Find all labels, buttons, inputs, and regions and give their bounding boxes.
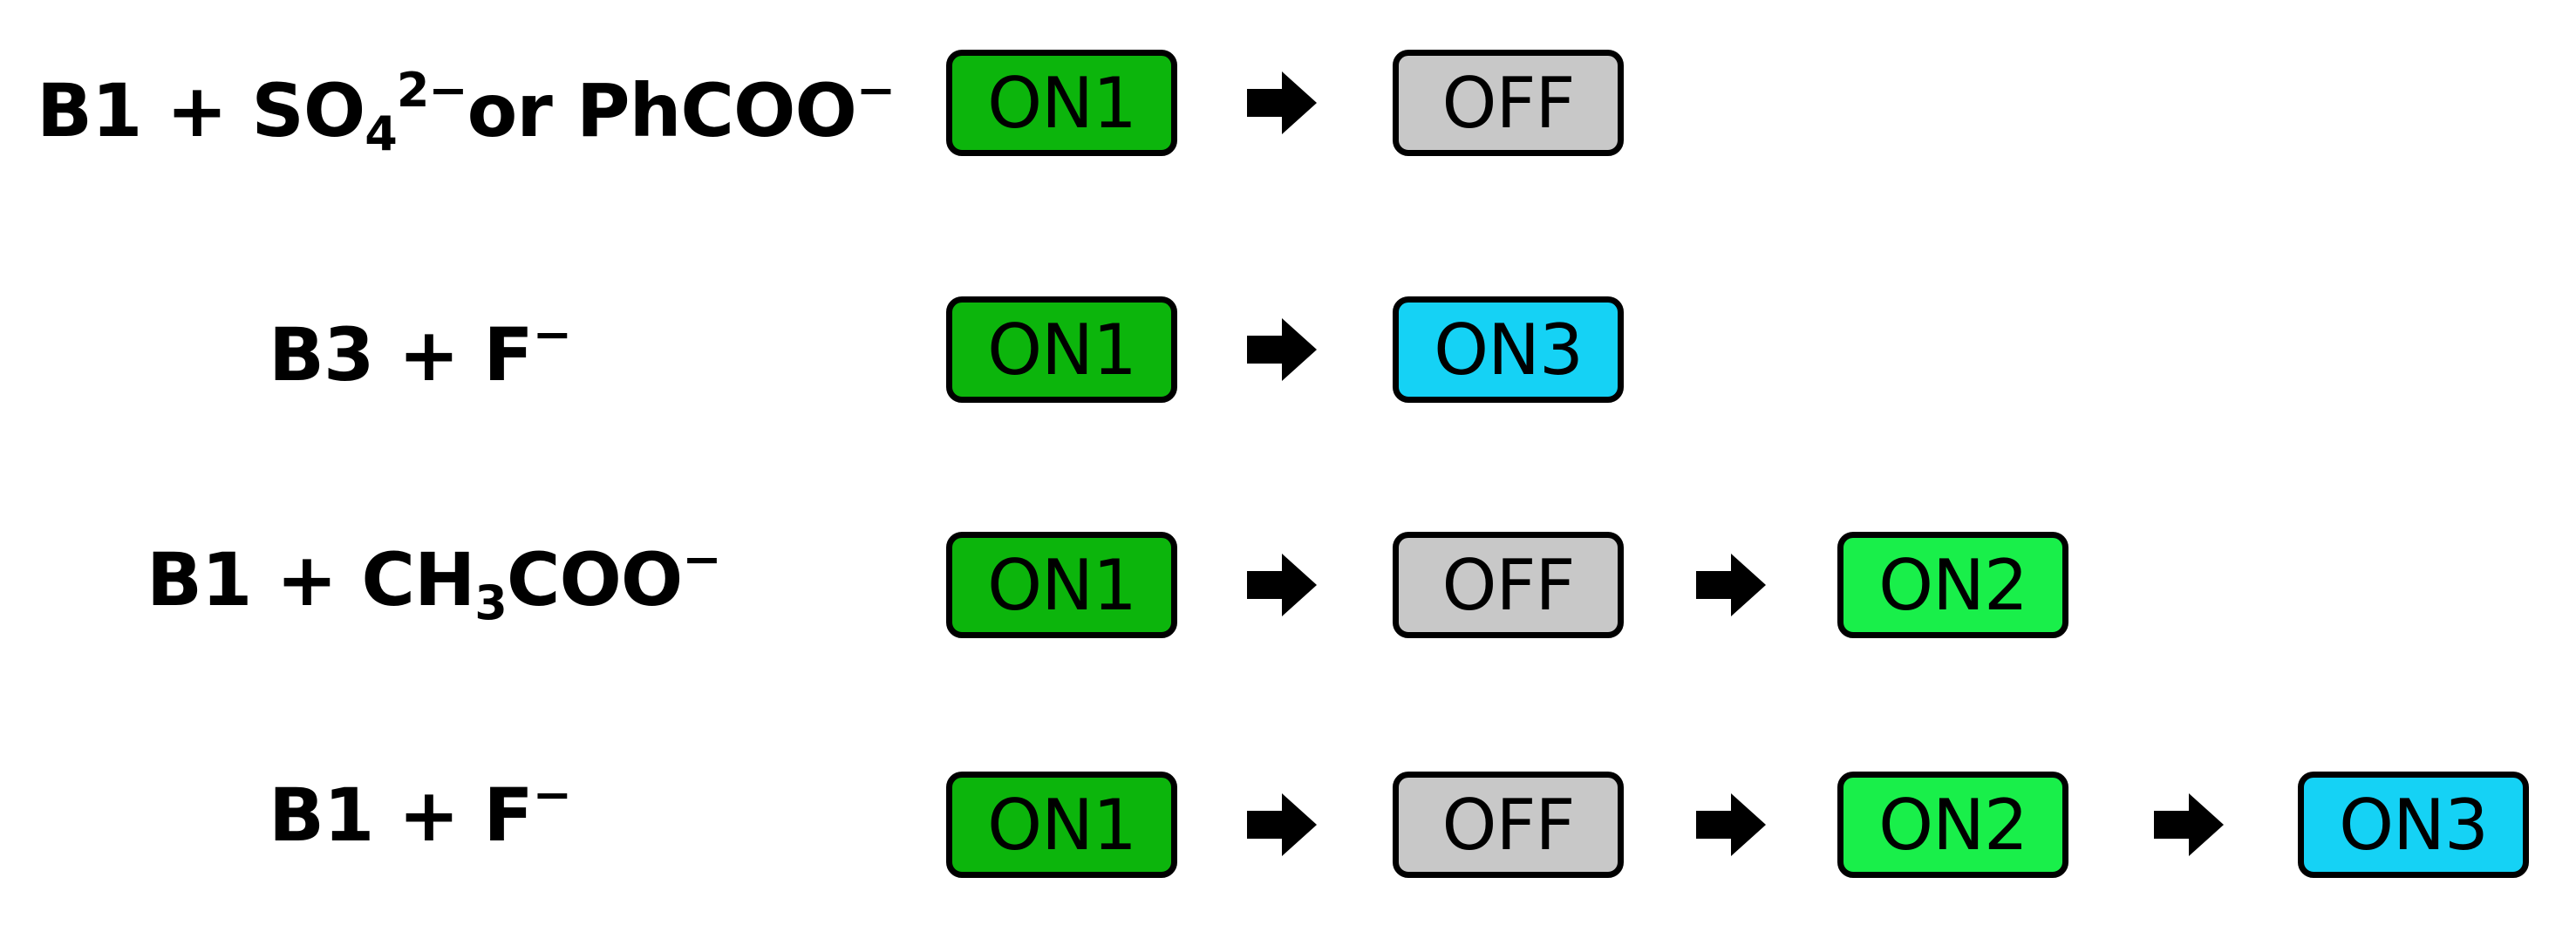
label-superscript: − bbox=[532, 767, 572, 822]
label-superscript: − bbox=[532, 307, 572, 362]
label-subscript: 4 bbox=[365, 106, 398, 161]
state-box-on1: ON1 bbox=[946, 50, 1177, 156]
sequence-row-3: B1 + CH3COO− ON1 OFF ON2 bbox=[0, 501, 2576, 676]
label-superscript: − bbox=[855, 63, 896, 118]
state-box-off: OFF bbox=[1393, 50, 1624, 156]
arrow-right-icon bbox=[1247, 315, 1317, 384]
arrow-right-icon bbox=[1247, 550, 1317, 620]
arrow-right-icon bbox=[2154, 790, 2224, 860]
sequence-row-4: B1 + F− ON1 OFF ON2 ON3 bbox=[0, 737, 2576, 911]
row-label: B3 + F− bbox=[269, 311, 572, 392]
label-text: B1 + F bbox=[269, 772, 534, 858]
arrow-right-icon bbox=[1696, 550, 1766, 620]
row-label: B1 + SO42−or PhCOO− bbox=[37, 67, 896, 158]
sequence-row-1: B1 + SO42−or PhCOO− ON1 OFF bbox=[0, 26, 2576, 201]
row-label: B1 + CH3COO− bbox=[147, 536, 722, 627]
state-box-on1: ON1 bbox=[946, 296, 1177, 403]
arrow-right-icon bbox=[1247, 790, 1317, 860]
state-box-on3: ON3 bbox=[1393, 296, 1624, 403]
state-box-on2: ON2 bbox=[1837, 532, 2068, 638]
label-superscript: − bbox=[682, 532, 721, 587]
state-box-on1: ON1 bbox=[946, 532, 1177, 638]
label-text: COO bbox=[506, 537, 683, 622]
arrow-right-icon bbox=[1696, 790, 1766, 860]
state-box-off: OFF bbox=[1393, 772, 1624, 878]
label-text: B3 + F bbox=[269, 312, 534, 398]
row-label: B1 + F− bbox=[269, 772, 572, 853]
label-superscript: 2− bbox=[396, 63, 468, 118]
state-box-off: OFF bbox=[1393, 532, 1624, 638]
label-text: or PhCOO bbox=[467, 68, 857, 153]
sequence-row-2: B3 + F− ON1 ON3 bbox=[0, 270, 2576, 445]
label-text: B1 + SO bbox=[37, 68, 365, 153]
arrow-right-icon bbox=[1247, 68, 1317, 138]
state-box-on1: ON1 bbox=[946, 772, 1177, 878]
state-box-on2: ON2 bbox=[1837, 772, 2068, 878]
label-text: B1 + CH bbox=[147, 537, 475, 622]
state-box-on3: ON3 bbox=[2298, 772, 2529, 878]
label-subscript: 3 bbox=[474, 575, 508, 630]
